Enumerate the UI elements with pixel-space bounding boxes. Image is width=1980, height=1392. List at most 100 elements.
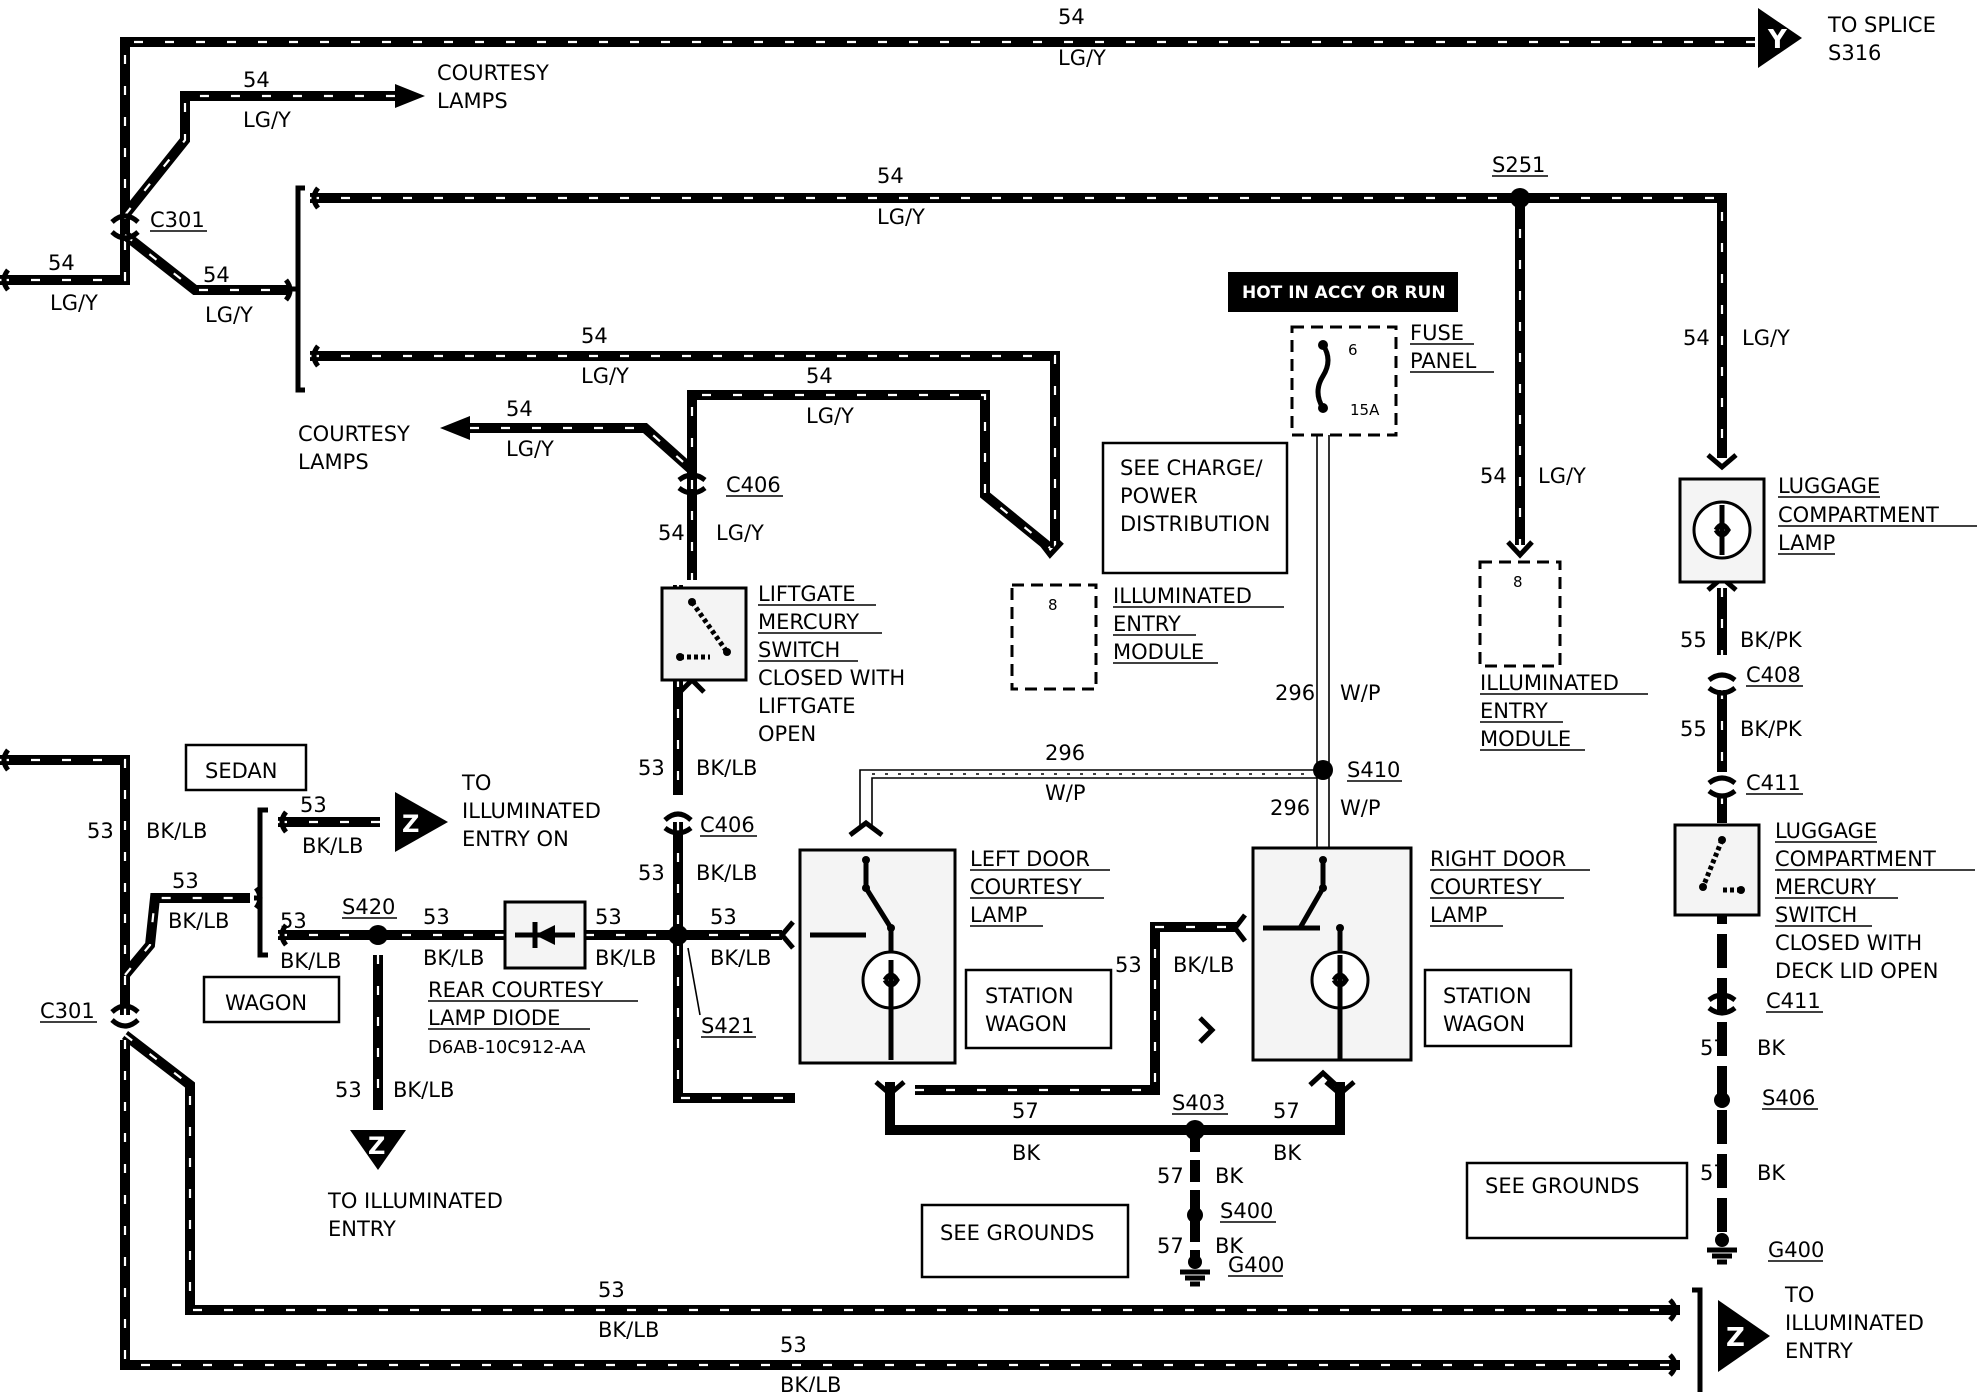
- luggage-compartment-lamp: [1678, 477, 1766, 584]
- svg-text:SWITCH: SWITCH: [758, 638, 840, 662]
- svg-text:LG/Y: LG/Y: [205, 303, 253, 327]
- svg-text:S400: S400: [1220, 1199, 1273, 1223]
- svg-text:PANEL: PANEL: [1410, 349, 1477, 373]
- svg-text:LG/Y: LG/Y: [1538, 464, 1586, 488]
- arrowheads: Y Z Z Z: [350, 8, 1802, 1372]
- svg-text:57: 57: [1700, 1036, 1727, 1060]
- svg-text:D6AB-10C912-AA: D6AB-10C912-AA: [428, 1037, 586, 1058]
- svg-text:57: 57: [1157, 1164, 1184, 1188]
- marker-y-arrow: [1758, 8, 1802, 68]
- svg-text:TO ILLUMINATED: TO ILLUMINATED: [327, 1189, 503, 1213]
- svg-text:57: 57: [1012, 1099, 1039, 1123]
- svg-text:54: 54: [1058, 5, 1085, 29]
- svg-text:53: 53: [780, 1333, 807, 1357]
- svg-text:53: 53: [595, 905, 622, 929]
- svg-text:BK/LB: BK/LB: [168, 909, 229, 933]
- svg-text:C411: C411: [1746, 771, 1801, 795]
- svg-text:C406: C406: [700, 813, 755, 837]
- svg-text:BK/LB: BK/LB: [710, 946, 771, 970]
- svg-text:54: 54: [877, 164, 904, 188]
- svg-text:LG/Y: LG/Y: [877, 205, 925, 229]
- svg-text:WAGON: WAGON: [985, 1012, 1067, 1036]
- left-door-courtesy-lamp: [798, 848, 957, 1065]
- svg-text:SEE GROUNDS: SEE GROUNDS: [940, 1221, 1095, 1245]
- connector-labels: C301 C406 C406 C408 C411 C411 C301 S251 …: [40, 41, 1881, 1277]
- svg-text:54: 54: [203, 263, 230, 287]
- svg-text:HOT IN ACCY OR RUN: HOT IN ACCY OR RUN: [1242, 283, 1446, 303]
- connector-marks: [1, 186, 1738, 1377]
- svg-text:BK/LB: BK/LB: [780, 1373, 841, 1392]
- svg-text:BK/LB: BK/LB: [393, 1078, 454, 1102]
- svg-text:8: 8: [1513, 573, 1523, 591]
- svg-text:ILLUMINATED: ILLUMINATED: [1113, 584, 1252, 608]
- svg-text:Z: Z: [368, 1132, 385, 1160]
- svg-text:53: 53: [423, 905, 450, 929]
- svg-text:TO: TO: [461, 771, 491, 795]
- svg-text:C408: C408: [1746, 663, 1801, 687]
- svg-text:CLOSED WITH: CLOSED WITH: [758, 666, 905, 690]
- svg-text:53: 53: [638, 756, 665, 780]
- svg-text:LAMP: LAMP: [1778, 531, 1835, 555]
- svg-text:BK: BK: [1273, 1141, 1302, 1165]
- svg-text:ENTRY: ENTRY: [328, 1217, 396, 1241]
- svg-text:STATION: STATION: [985, 984, 1074, 1008]
- svg-text:BK: BK: [1215, 1164, 1244, 1188]
- svg-text:POWER: POWER: [1120, 484, 1198, 508]
- illuminated-entry-module-right: 8: [1478, 560, 1562, 668]
- svg-text:ILLUMINATED: ILLUMINATED: [1785, 1311, 1924, 1335]
- svg-text:54: 54: [581, 324, 608, 348]
- svg-text:COURTESY: COURTESY: [298, 422, 410, 446]
- svg-text:296: 296: [1045, 741, 1085, 765]
- svg-text:MODULE: MODULE: [1113, 640, 1204, 664]
- svg-text:S420: S420: [342, 895, 395, 919]
- svg-text:BK/LB: BK/LB: [302, 834, 363, 858]
- svg-text:BK: BK: [1012, 1141, 1041, 1165]
- harness-brackets: [254, 185, 1703, 1392]
- svg-text:15A: 15A: [1350, 401, 1380, 419]
- svg-text:W/P: W/P: [1340, 796, 1381, 820]
- svg-text:G400: G400: [1228, 1253, 1284, 1277]
- svg-text:ENTRY: ENTRY: [1785, 1339, 1853, 1363]
- svg-text:COURTESY: COURTESY: [1430, 875, 1542, 899]
- svg-text:W/P: W/P: [1045, 781, 1086, 805]
- svg-text:53: 53: [710, 905, 737, 929]
- svg-text:S410: S410: [1347, 758, 1400, 782]
- svg-text:G400: G400: [1768, 1238, 1824, 1262]
- splice-dots: [368, 188, 1730, 1223]
- svg-text:BK/PK: BK/PK: [1740, 628, 1803, 652]
- svg-text:LG/Y: LG/Y: [806, 404, 854, 428]
- svg-text:FUSE: FUSE: [1410, 321, 1464, 345]
- svg-text:8: 8: [1048, 596, 1058, 614]
- svg-text:53: 53: [335, 1078, 362, 1102]
- marker-z-down: [350, 1130, 406, 1170]
- svg-text:57: 57: [1273, 1099, 1300, 1123]
- svg-text:DECK LID OPEN: DECK LID OPEN: [1775, 959, 1938, 983]
- svg-text:BK: BK: [1757, 1161, 1786, 1185]
- svg-text:BK: BK: [1757, 1036, 1786, 1060]
- svg-text:BK/LB: BK/LB: [1173, 953, 1234, 977]
- circuit-54-wires: [0, 37, 1755, 823]
- svg-text:LAMPS: LAMPS: [298, 450, 369, 474]
- svg-text:LG/Y: LG/Y: [50, 291, 98, 315]
- marker-z-right: [1718, 1300, 1770, 1372]
- svg-text:LAMP: LAMP: [1430, 903, 1487, 927]
- fuse-panel: HOT IN ACCY OR RUN 6 15A: [1228, 272, 1458, 437]
- svg-text:BK/LB: BK/LB: [696, 756, 757, 780]
- svg-text:BK: BK: [1215, 1234, 1244, 1258]
- illuminated-entry-module-left: 8: [1010, 583, 1098, 691]
- svg-text:ENTRY: ENTRY: [1480, 699, 1548, 723]
- svg-text:S403: S403: [1172, 1091, 1225, 1115]
- svg-text:57: 57: [1700, 1161, 1727, 1185]
- circuit-57-wires: [885, 890, 1727, 1262]
- svg-text:BK/LB: BK/LB: [696, 861, 757, 885]
- svg-text:296: 296: [1270, 796, 1310, 820]
- svg-text:54: 54: [506, 397, 533, 421]
- svg-text:BK/LB: BK/LB: [280, 949, 341, 973]
- svg-text:55: 55: [1680, 717, 1707, 741]
- svg-text:ILLUMINATED: ILLUMINATED: [1480, 671, 1619, 695]
- svg-text:53: 53: [598, 1278, 625, 1302]
- svg-text:SEE GROUNDS: SEE GROUNDS: [1485, 1174, 1640, 1198]
- svg-text:54: 54: [806, 364, 833, 388]
- svg-text:W/P: W/P: [1340, 681, 1381, 705]
- rear-courtesy-lamp-diode: [503, 900, 587, 970]
